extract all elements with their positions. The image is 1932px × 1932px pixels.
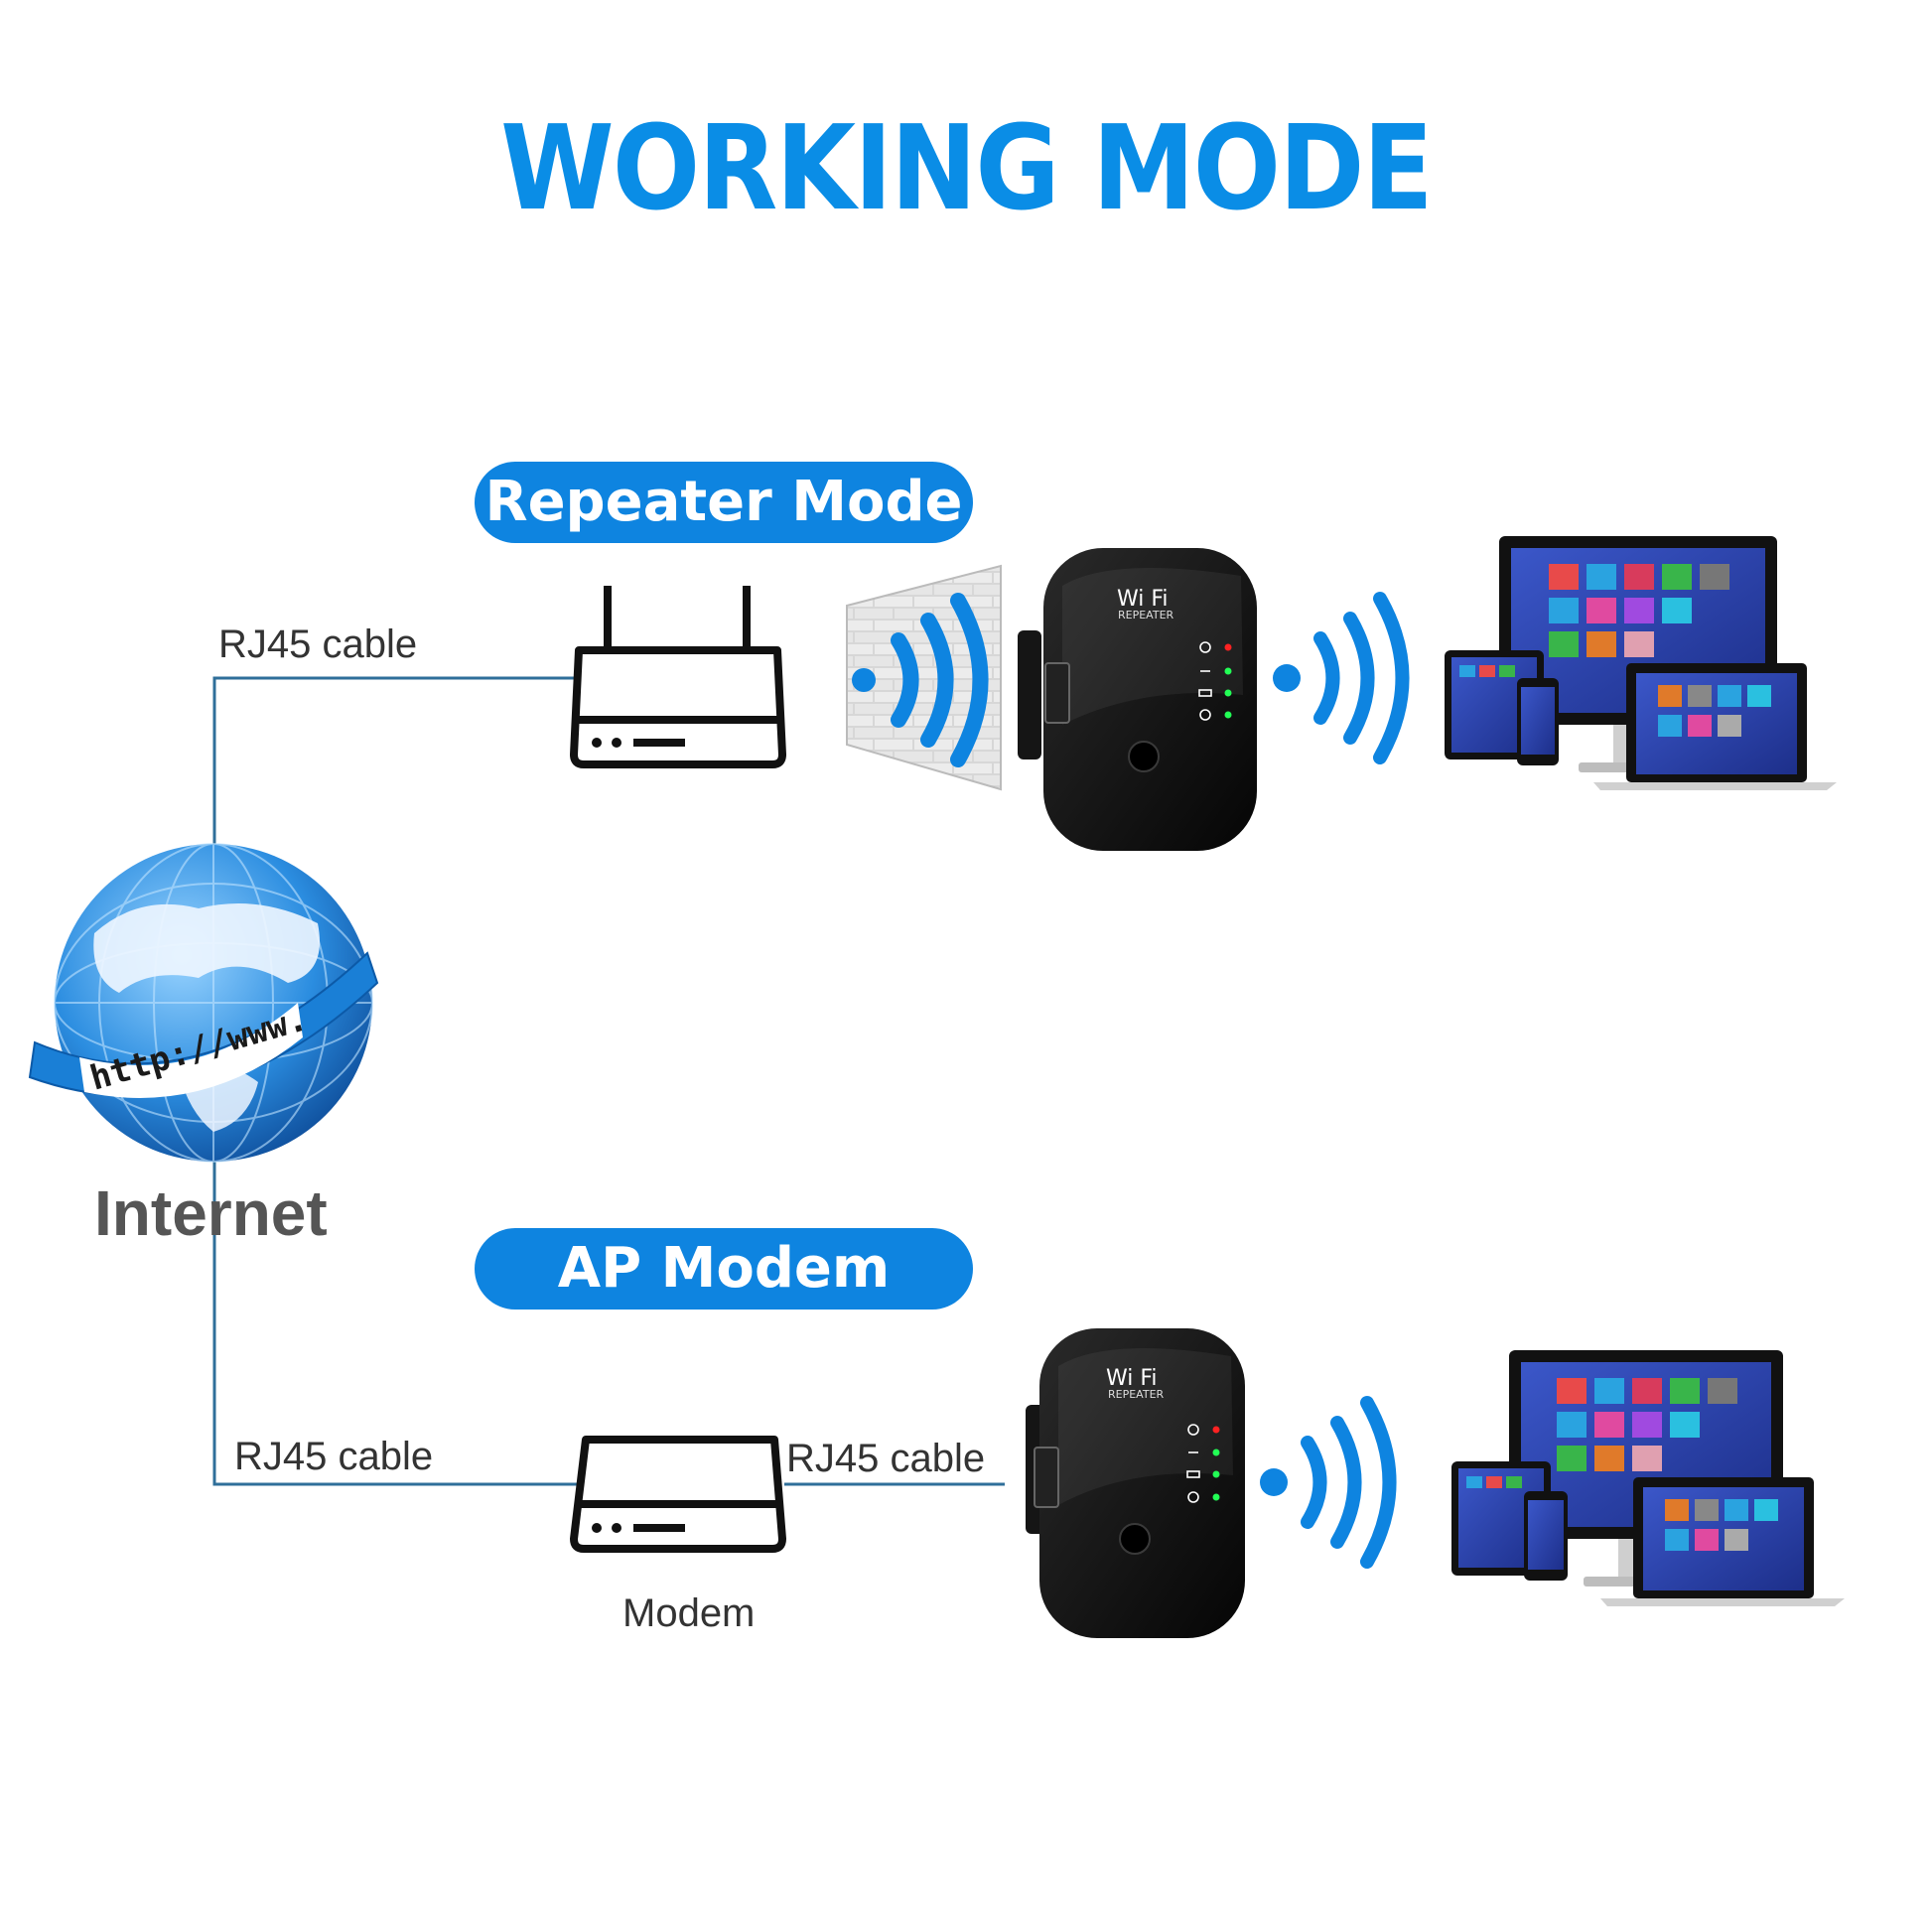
ap-modem-label: AP Modem [557,1236,891,1301]
repeater-model-top: REPEATER [1118,609,1174,621]
wps-button-top [1128,741,1160,772]
repeater-mode-label: Repeater Mode [484,470,963,534]
modem-icon [570,1436,786,1553]
globe-icon: http://www. [28,843,379,1163]
repeater-brand-bottom: Wi Fi [1106,1366,1158,1391]
rj45-cable-bottom-left-label: RJ45 cable [234,1435,434,1478]
internet-label: Internet [94,1177,328,1249]
wifi-signal-icon-bottom [1260,1396,1397,1569]
cable-line-bottom [212,1162,579,1486]
globe-banner [79,1003,303,1098]
client-devices-top [1445,536,1837,790]
phone-icon [1517,678,1559,765]
repeater-brand-top: Wi Fi [1117,587,1169,612]
modem-label: Modem [622,1591,756,1635]
repeater-device-bottom: Wi Fi REPEATER [1026,1328,1245,1638]
repeater-model-bottom: REPEATER [1108,1388,1165,1401]
phone-icon [1524,1491,1568,1581]
connection-lines [212,676,1005,1486]
status-leds-top [1198,641,1232,721]
status-leds-bottom [1186,1424,1220,1503]
router-icon [570,586,786,768]
rj45-cable-top-label: RJ45 cable [218,622,418,666]
wps-button-bottom [1119,1523,1151,1555]
client-devices-bottom [1451,1350,1845,1606]
repeater-device-top: Wi Fi REPEATER [1018,548,1257,851]
cable-line-top [212,676,579,867]
wall-signal-icon [852,593,989,767]
laptop-icon [1593,663,1837,790]
wifi-signal-icon-top [1273,592,1410,764]
ap-modem-pill: AP Modem [475,1228,973,1310]
repeater-mode-pill: Repeater Mode [475,462,973,543]
rj45-cable-bottom-right-label: RJ45 cable [786,1437,986,1480]
laptop-icon [1600,1477,1845,1606]
page-title: WORKING MODE [500,99,1434,236]
